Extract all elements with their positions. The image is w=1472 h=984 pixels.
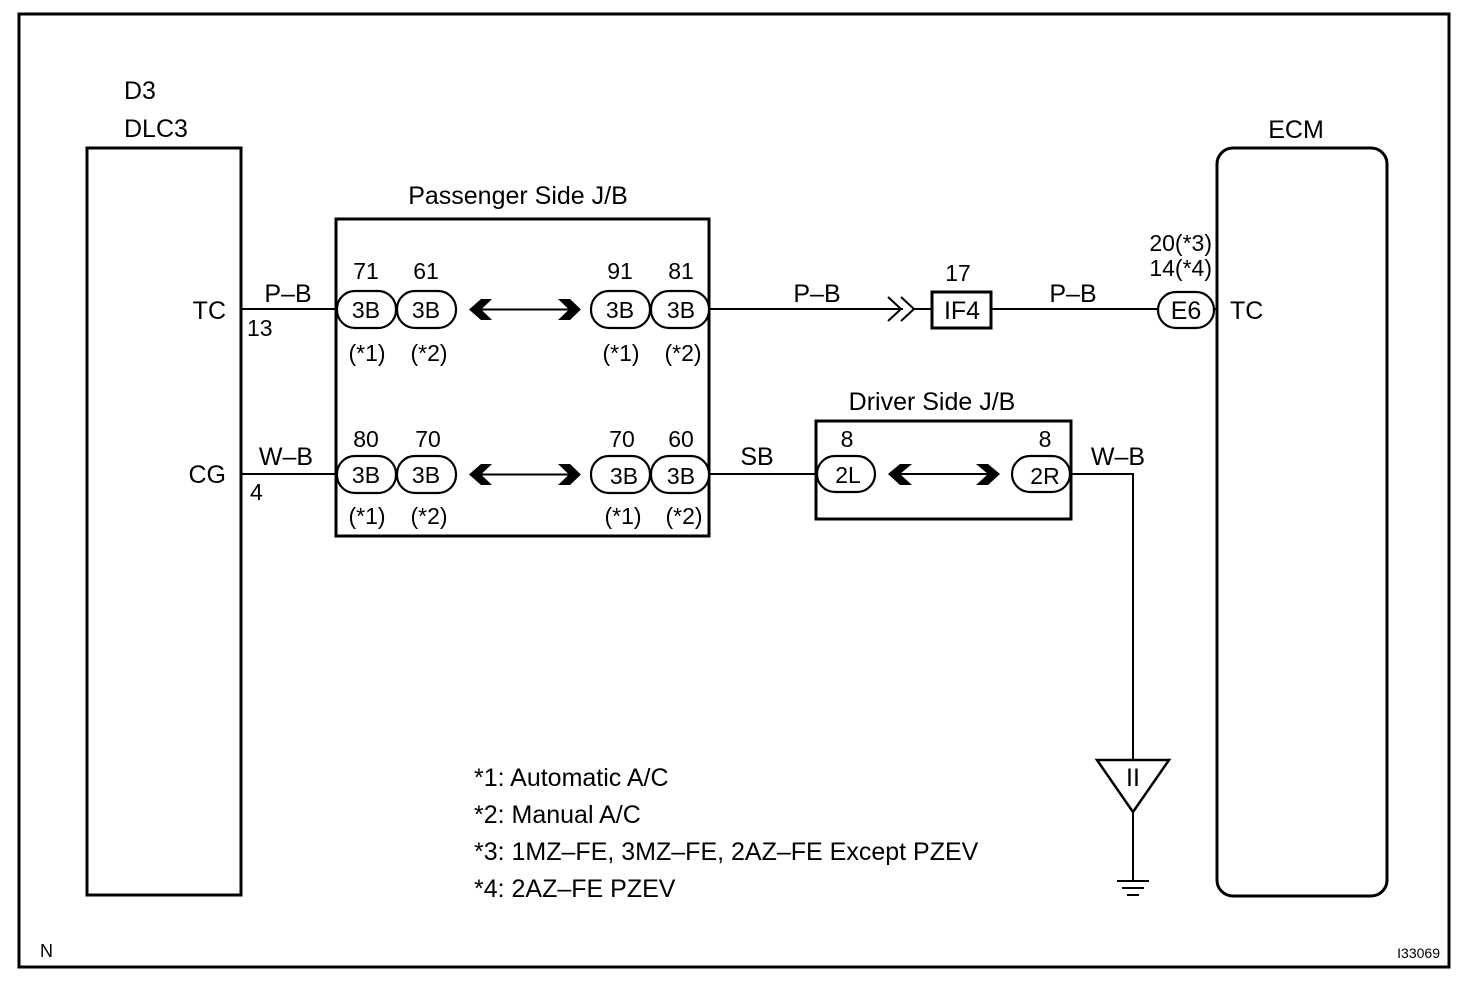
ecm-pin-num-1: 20(*3) [1149,230,1212,256]
pin-number: 8 [1039,426,1052,452]
ecm-pin-num-2: 14(*4) [1149,255,1212,281]
connector-note: (*2) [664,340,701,366]
wire-color-label: P–B [1049,280,1096,308]
connector-note: (*1) [348,503,385,529]
wire-color-label: P–B [264,280,311,308]
connector-note: (*1) [602,340,639,366]
tc-circuit: P–B P–B 17 IF4 P–B [241,260,1217,330]
connector-note: (*2) [410,340,447,366]
pin-number: 71 [353,258,379,284]
passenger-jb: Passenger Side J/B 71 61 91 81 3B 3B 3B … [334,182,711,538]
arrow-right-icon [558,464,581,485]
wire [1070,473,1134,760]
arrow-left-icon [469,299,492,320]
connector-note: (*1) [348,340,385,366]
footnotes: *1: Automatic A/C *2: Manual A/C *3: 1MZ… [474,764,979,903]
ecm-box [1215,146,1389,898]
connector-note: (*2) [410,503,447,529]
connector-code: 3B [352,297,380,323]
driver-jb: Driver Side J/B 8 8 2L 2R [814,388,1073,521]
corner-label-left: N [40,941,53,961]
dlc3-pin-cg-num: 4 [250,479,263,505]
connector-code: 3B [352,462,380,488]
connector-pill [395,289,458,330]
driver-jb-title: Driver Side J/B [849,388,1016,416]
diagram-frame [17,12,1451,969]
connector-code: 2L [835,462,861,488]
connector-code: 2R [1030,463,1059,489]
ecm-connector-label: E6 [1171,297,1202,325]
dlc3-box [85,146,243,897]
pin-number: 70 [415,426,441,452]
pin-number: 70 [609,426,635,452]
chevron-connector-icon [887,296,903,322]
dlc3-code: D3 [124,77,156,105]
connector-note: (*1) [604,503,641,529]
footnote: *3: 1MZ–FE, 3MZ–FE, 2AZ–FE Except PZEV [474,838,979,866]
arrow-right-icon [976,464,1000,485]
dlc3-pin-tc-num: 13 [247,315,273,341]
wire-color-label: W–B [1091,443,1145,471]
connector-code: 3B [610,463,638,489]
pin-number: 81 [668,258,694,284]
cg-circuit: W–B SB W–B II [241,443,1172,896]
footnote: *1: Automatic A/C [474,764,669,792]
footnote: *4: 2AZ–FE PZEV [474,875,676,903]
arrow-left-icon [469,464,492,485]
arrow-right-icon [558,299,581,320]
ground-point-icon [1094,758,1172,815]
pin-number: 80 [353,426,379,452]
connector-code: 3B [606,297,634,323]
pin-number: 8 [841,426,854,452]
connector-code: 3B [412,297,440,323]
ecm-name: ECM [1268,116,1324,144]
wire-color-label: SB [740,443,773,471]
wire-color-label: W–B [259,443,313,471]
connector-code: 3B [667,297,695,323]
dlc3-pin-cg: CG [189,461,227,489]
connector-pill [395,454,458,495]
inline-connector-label: IF4 [944,297,980,325]
footnote: *2: Manual A/C [474,801,641,829]
connector-code: 3B [412,462,440,488]
pin-number: 60 [668,426,694,452]
ecm-pin-tc: TC [1230,297,1263,325]
dlc3-component: D3 DLC3 TC 13 CG 4 [85,77,273,897]
ground-point-label: II [1126,764,1140,792]
wire-color-label: P–B [793,280,840,308]
passenger-jb-box [334,217,711,538]
pin-number: 61 [413,258,439,284]
pin-number: 91 [607,258,633,284]
dlc3-name: DLC3 [124,115,188,143]
figure-id: I33069 [1397,945,1440,961]
connector-note: (*2) [665,503,702,529]
inline-connector-num: 17 [945,260,971,286]
passenger-jb-title: Passenger Side J/B [408,182,628,210]
dlc3-pin-tc: TC [193,297,226,325]
ecm-component: ECM TC 20(*3) 14(*4) E6 [1149,116,1389,898]
connector-code: 3B [667,463,695,489]
